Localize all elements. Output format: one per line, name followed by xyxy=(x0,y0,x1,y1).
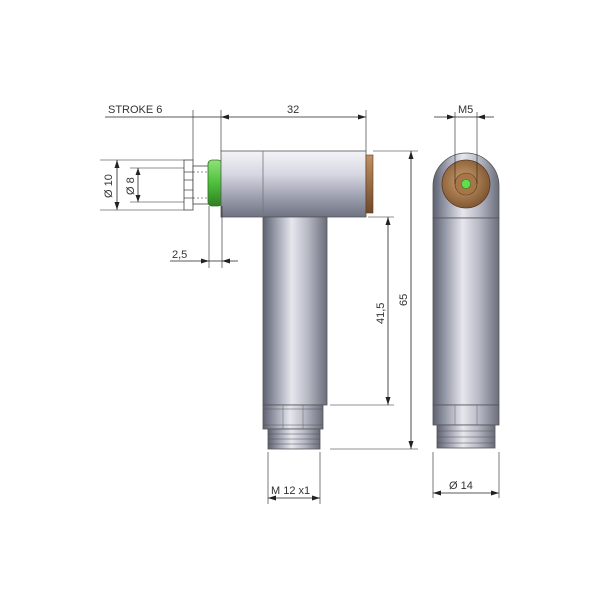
plunger-rod xyxy=(183,159,210,211)
dim-diameter-8: Ø 8 xyxy=(125,177,137,195)
dim-stroke: STROKE 6 xyxy=(108,104,162,116)
head-body xyxy=(220,150,367,218)
side-view xyxy=(183,150,374,450)
lock-nut xyxy=(262,404,324,430)
front-thread xyxy=(436,424,496,449)
dim-offset-2-5: 2,5 xyxy=(172,249,187,261)
dim-height-65: 65 xyxy=(398,294,410,306)
dim-thread: M 12 x1 xyxy=(271,485,310,497)
dim-diameter-10: Ø 10 xyxy=(103,174,115,198)
dim-height-41-5: 41,5 xyxy=(375,303,387,324)
led-green-icon xyxy=(461,179,471,189)
front-view xyxy=(432,152,500,449)
front-nut xyxy=(432,404,500,426)
dimension-labels: STROKE 6 32 Ø 10 Ø 8 2,5 41,5 65 M 12 x1… xyxy=(103,104,473,497)
dim-diameter-14: Ø 14 xyxy=(449,480,473,492)
front-body xyxy=(432,217,500,406)
dim-length-32: 32 xyxy=(287,104,299,116)
vertical-body xyxy=(262,216,328,406)
dimension-lines xyxy=(100,110,500,504)
head-end-cap xyxy=(365,154,374,214)
green-seal-ring xyxy=(207,159,223,207)
dim-port-m5: M5 xyxy=(458,104,473,116)
